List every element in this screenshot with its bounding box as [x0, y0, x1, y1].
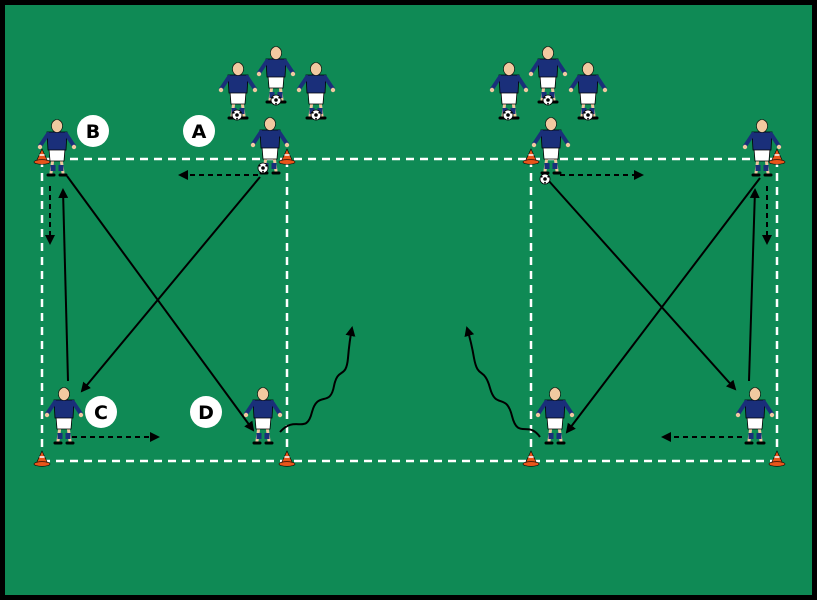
solid-arrow: [748, 188, 760, 382]
solid-arrow: [565, 177, 761, 434]
solid-arrow: [66, 175, 255, 432]
pass-arrows: [58, 175, 761, 434]
label-a: A: [183, 115, 215, 147]
ball-icon: [310, 109, 322, 121]
ball-icon: [257, 162, 269, 174]
label-c-text: C: [94, 402, 108, 424]
dribble-arrows: [279, 326, 541, 438]
pitch-surface: [5, 5, 812, 595]
label-b: B: [77, 115, 109, 147]
solid-arrow: [80, 176, 261, 393]
ball-icon: [270, 94, 282, 106]
label-d-text: D: [198, 402, 214, 424]
solid-arrow: [58, 188, 69, 382]
ball-icon: [582, 109, 594, 121]
label-d: D: [190, 396, 222, 428]
label-a-text: A: [192, 121, 207, 143]
field-lines: [40, 157, 779, 463]
label-c: C: [85, 396, 117, 428]
position-labels: A B C D: [77, 115, 222, 428]
ball-icon: [231, 109, 243, 121]
wavy-arrow: [279, 326, 356, 433]
solid-arrow: [547, 179, 737, 391]
run-arrows: [45, 170, 772, 442]
wavy-arrow: [464, 326, 541, 438]
label-b-text: B: [86, 121, 100, 143]
ball-icon: [542, 94, 554, 106]
ball-icon: [539, 173, 551, 185]
ball-icon: [502, 109, 514, 121]
